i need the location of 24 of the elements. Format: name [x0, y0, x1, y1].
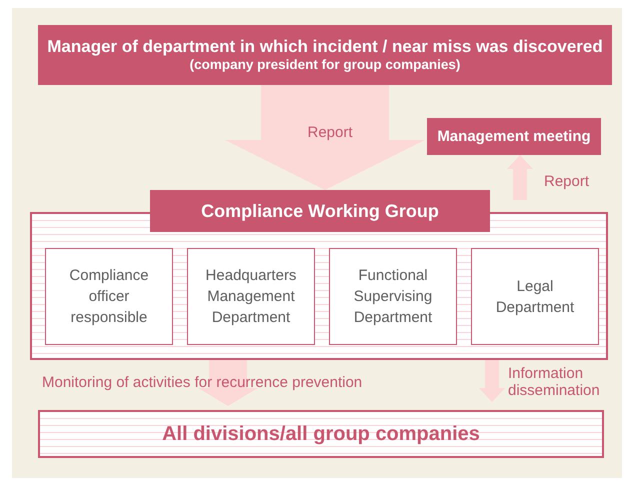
arrow — [198, 360, 258, 406]
box-label: Headquarters Management Department — [204, 266, 298, 328]
box-label: Compliance officer responsible — [68, 266, 150, 328]
department-box — [329, 248, 457, 345]
target-label: All divisions/all group companies — [162, 422, 480, 446]
target-box — [38, 410, 604, 458]
meeting-label: Management meeting — [436, 128, 592, 145]
arrow — [225, 85, 425, 190]
edge-label: Report — [306, 124, 354, 142]
edge-label: Information dissemination — [508, 365, 601, 400]
meeting-box — [427, 118, 601, 155]
arrow — [507, 155, 533, 200]
box-label: Functional Supervising Department — [352, 266, 434, 328]
department-box — [187, 248, 315, 345]
edge-label: Monitoring of activities for recurrence prevention — [42, 374, 364, 392]
group-heading: Compliance Working Group — [150, 190, 490, 232]
arrow — [479, 360, 505, 402]
header-box — [38, 25, 612, 85]
header-title: Manager of department in which incident / near miss was discovered — [46, 36, 604, 58]
box-label: Legal Department — [494, 276, 576, 318]
department-box — [471, 248, 599, 345]
header-subtitle: (company president for group companies) — [188, 57, 462, 74]
department-box — [45, 248, 173, 345]
edge-label: Report — [544, 173, 590, 190]
